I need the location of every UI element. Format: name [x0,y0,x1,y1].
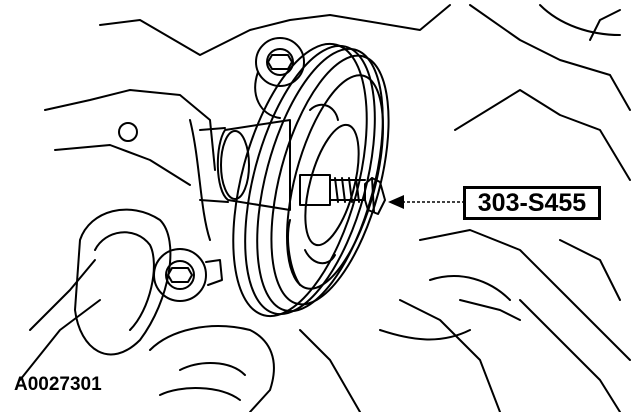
engine-outline-right [469,4,631,111]
arrow-icon [388,195,404,209]
upper-bolt-head [255,37,305,87]
figure-id: A0027301 [14,374,102,395]
tool-number: 303-S455 [477,189,587,217]
pulley-outer-rim [232,42,368,318]
lower-bolt-head [153,248,207,302]
engine-outline-upper [99,4,451,56]
pump-hub [216,119,291,211]
callout-leader [388,195,463,209]
special-tool-303-S455 [299,174,386,215]
bracket-hole [118,122,138,142]
lower-left-pulley [74,208,172,356]
engine-bracket-left [44,89,216,171]
tool-callout-label: 303-S455 [463,186,601,220]
